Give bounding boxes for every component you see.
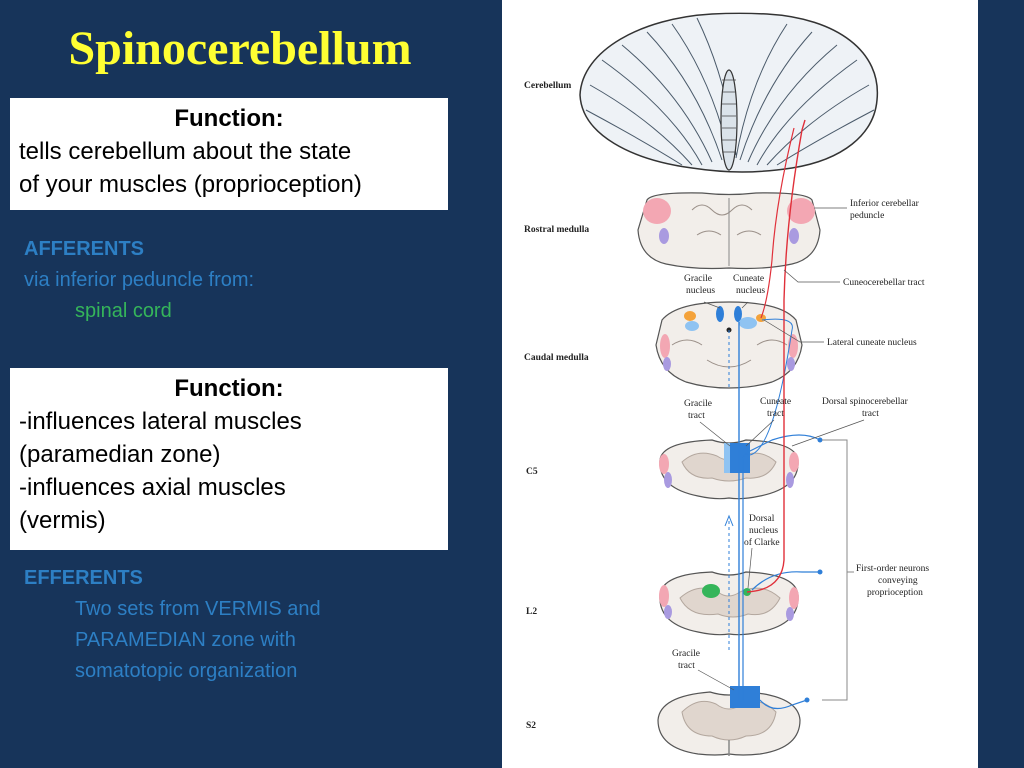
function-line: (paramedian zone): [19, 441, 221, 468]
function-line: (vermis): [19, 507, 106, 534]
spinocerebellar-pathway-diagram: Cerebellum Rostral medulla Caudal medull…: [502, 0, 978, 768]
label-s2: S2: [526, 721, 536, 731]
label-c5: C5: [526, 467, 538, 477]
function-line: tells cerebellum about the state: [19, 138, 352, 165]
label-caudal-medulla: Caudal medulla: [524, 353, 589, 363]
annotation-first-order-neurons: First-order neurons: [856, 564, 929, 574]
annotation-gracile-tract-lower: tract: [678, 661, 695, 671]
blue-dorsal-column-pathway: [724, 318, 823, 710]
afferents-source: spinal cord: [75, 300, 172, 322]
efferents-line: Two sets from VERMIS and: [75, 598, 321, 620]
efferents-heading: EFFERENTS: [24, 567, 143, 589]
efferents-line: PARAMEDIAN zone with: [75, 629, 296, 651]
leader-lines: [697, 207, 865, 691]
function-line: -influences axial muscles: [19, 474, 286, 501]
cerebellum-illustration: [579, 12, 879, 173]
function-heading: Function:: [174, 375, 284, 402]
annotation-cuneate-tract: Cuneate: [760, 397, 791, 407]
afferents-heading: AFFERENTS: [24, 238, 144, 260]
label-cerebellum: Cerebellum: [524, 81, 571, 91]
annotation-inferior-peduncle: Inferior cerebellar: [850, 198, 920, 209]
slide-title: Spinocerebellum: [68, 22, 412, 75]
annotation-dorsal-spinocerebellar-tract: tract: [862, 409, 879, 419]
pathway-svg: Cerebellum Rostral medulla Caudal medull…: [524, 12, 929, 756]
annotation-dorsal-nucleus-clarke: of Clarke: [744, 537, 780, 548]
annotation-inferior-peduncle: peduncle: [850, 211, 884, 221]
annotation-dorsal-nucleus-clarke: Dorsal: [749, 514, 775, 524]
annotation-first-order-neurons: proprioception: [867, 588, 923, 598]
function-heading: Function:: [174, 105, 284, 132]
annotation-cuneate-nucleus: nucleus: [736, 286, 765, 296]
c5-spinal-section: [659, 439, 799, 500]
red-spinocerebellar-pathway: [746, 119, 806, 593]
annotation-gracile-tract-lower: Gracile: [672, 649, 700, 659]
function-line: of your muscles (proprioception): [19, 171, 362, 198]
annotation-cuneate-nucleus: Cuneate: [733, 274, 764, 284]
annotation-gracile-nucleus: nucleus: [686, 286, 715, 296]
efferents-line: somatotopic organization: [75, 660, 298, 682]
efferents-section: EFFERENTS Two sets from VERMIS and PARAM…: [24, 563, 321, 687]
annotation-gracile-tract-upper: tract: [688, 411, 705, 421]
annotation-dorsal-nucleus-clarke: nucleus: [749, 526, 778, 536]
l2-spinal-section: [659, 571, 799, 636]
afferents-section: AFFERENTS via inferior peduncle from: sp…: [24, 234, 254, 327]
annotation-gracile-nucleus: Gracile: [684, 274, 712, 284]
function-box-afferent: Function: tells cerebellum about the sta…: [10, 98, 448, 210]
function-line: -influences lateral muscles: [19, 408, 302, 435]
label-rostral-medulla: Rostral medulla: [524, 225, 589, 235]
afferents-line: via inferior peduncle from:: [24, 269, 255, 291]
first-order-neurons-bracket: [822, 439, 854, 701]
rostral-medulla-section: [637, 192, 821, 270]
annotation-gracile-tract-upper: Gracile: [684, 399, 712, 409]
annotation-cuneate-tract: tract: [767, 409, 784, 419]
annotation-dorsal-spinocerebellar-tract: Dorsal spinocerebellar: [822, 397, 909, 407]
s2-spinal-section: [657, 686, 801, 756]
annotation-cuneocerebellar-tract: Cuneocerebellar tract: [843, 278, 925, 288]
annotation-first-order-neurons: conveying: [878, 576, 918, 586]
annotation-lateral-cuneate-nucleus: Lateral cuneate nucleus: [827, 338, 917, 348]
function-box-efferent: Function: -influences lateral muscles (p…: [10, 368, 448, 550]
label-l2: L2: [526, 607, 537, 617]
